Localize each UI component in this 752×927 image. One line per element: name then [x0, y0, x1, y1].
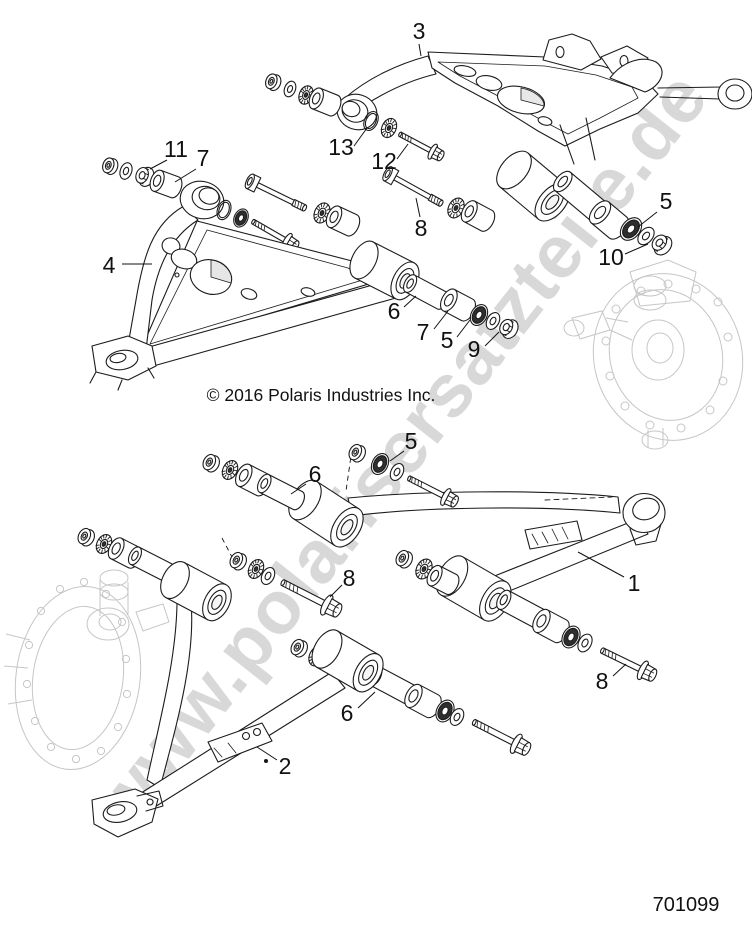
hardware-arm4-upper: [99, 155, 186, 201]
callout-11: 11: [150, 136, 188, 169]
alignment-dash-1: [346, 449, 352, 491]
copyright-text: © 2016 Polaris Industries Inc.: [207, 385, 436, 405]
svg-text:4: 4: [103, 252, 116, 278]
svg-text:6: 6: [309, 461, 322, 487]
callout-3: 3: [413, 18, 426, 56]
hardware-row-arm1-front-upper: [392, 547, 463, 598]
callout-2: 2: [257, 747, 291, 779]
callout-8-right: 8: [596, 664, 626, 694]
ghost-knuckle-right: [564, 257, 752, 458]
svg-text:8: 8: [596, 668, 609, 694]
hardware-bolt8-top: [380, 164, 499, 235]
hardware-row-6-arm2-front: [364, 663, 535, 761]
callout-7-mid: 7: [417, 311, 448, 345]
callouts: 3 13 12 11 7 4 8 5 10 6 7 5 9 5 6 8 1 8 …: [103, 18, 673, 779]
svg-text:5: 5: [441, 327, 454, 353]
callout-7-upper: 7: [175, 145, 209, 182]
svg-text:7: 7: [417, 319, 430, 345]
callout-13: 13: [328, 128, 367, 160]
svg-text:5: 5: [405, 428, 418, 454]
svg-text:12: 12: [371, 148, 397, 174]
svg-text:6: 6: [388, 298, 401, 324]
callout-6-mid: 6: [388, 296, 416, 324]
alignment-dash-2: [222, 538, 232, 557]
svg-text:11: 11: [164, 136, 188, 162]
svg-text:8: 8: [415, 215, 428, 241]
callout-5-right: 5: [638, 188, 672, 227]
svg-text:3: 3: [413, 18, 426, 44]
svg-text:9: 9: [468, 336, 481, 362]
callout-4: 4: [103, 252, 152, 278]
callout-5-lower: 5: [390, 428, 417, 461]
callout-8-left: 8: [330, 565, 355, 597]
svg-text:5: 5: [660, 188, 673, 214]
svg-text:10: 10: [598, 244, 624, 270]
callout-1: 1: [578, 552, 640, 596]
figure-number: 701099: [653, 894, 720, 916]
hardware-arm3-left: [262, 71, 345, 119]
svg-text:2: 2: [279, 753, 292, 779]
arm-item-1: [281, 473, 665, 628]
hardware-row-6-arm1-rear: [199, 451, 308, 513]
callout-12: 12: [371, 144, 408, 174]
svg-text:6: 6: [341, 700, 354, 726]
svg-text:13: 13: [328, 134, 354, 160]
callout-8-top: 8: [415, 198, 428, 241]
arm-item-3: [333, 34, 752, 228]
arm-item-4: [90, 176, 426, 390]
callout-10: 10: [598, 244, 648, 270]
callout-5-mid: 5: [441, 320, 470, 353]
svg-text:1: 1: [628, 570, 641, 596]
hardware-row-8-right: [493, 587, 661, 687]
callout-6-bottom: 6: [341, 692, 375, 726]
callout-6-lower-mid: 6: [291, 461, 321, 494]
callout-9: 9: [468, 332, 499, 362]
svg-text:8: 8: [343, 565, 356, 591]
hardware-row-arm2-rear: [74, 525, 177, 584]
arm-item-2: [92, 556, 390, 837]
svg-text:7: 7: [197, 145, 210, 171]
ghost-hub-left: [4, 570, 169, 778]
